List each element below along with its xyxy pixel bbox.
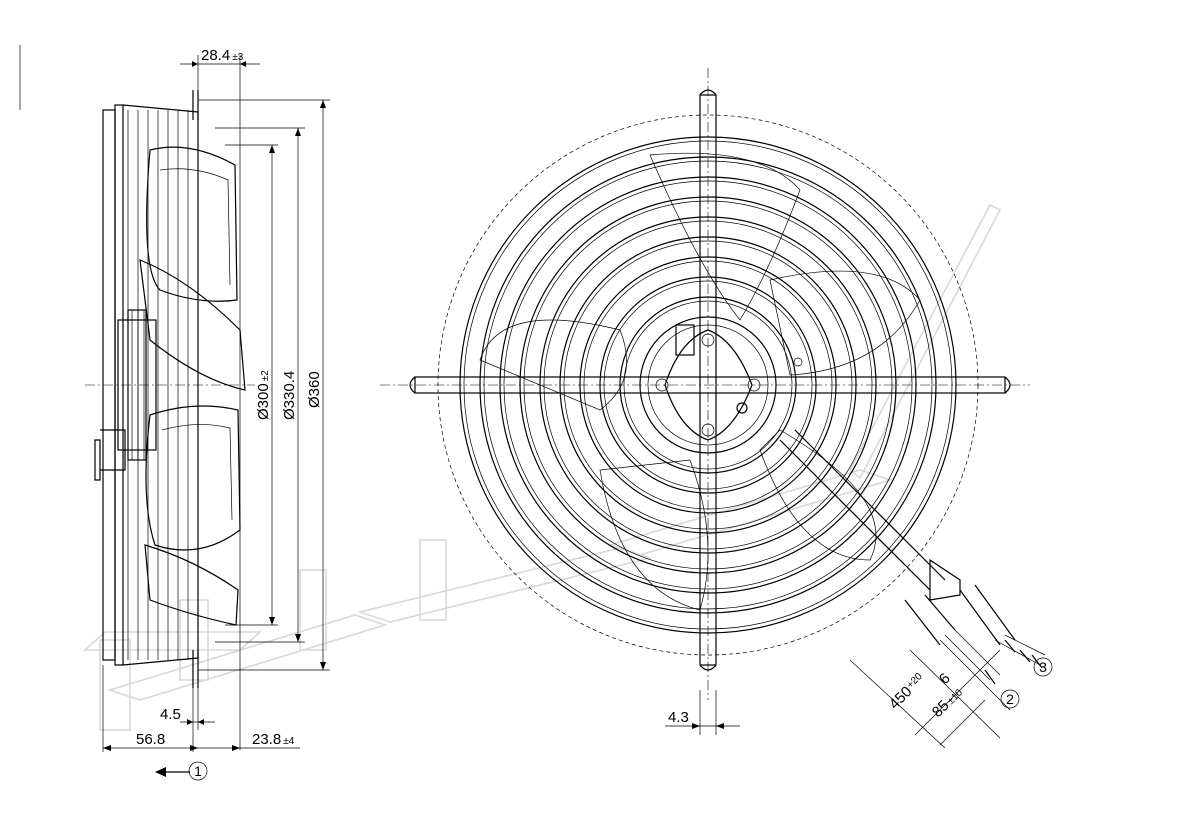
- guard-ring: [599, 276, 817, 494]
- svg-text:2: 2: [1006, 691, 1014, 707]
- side-view-dimensions: 28.4±3 Ø300±2 Ø330.4 Ø360 4.5 56.8: [19, 45, 330, 781]
- dim-cable-length: 450+20: [886, 670, 929, 713]
- dim-dia-300: Ø300±2: [255, 370, 272, 420]
- svg-text:1: 1: [194, 763, 202, 779]
- callout-1: [188, 761, 208, 781]
- guard-ring-inner: [503, 180, 913, 590]
- front-view-dimensions: 4.3 450+20 6 85±10 2 3: [665, 639, 1053, 749]
- dim-blade-projection: 23.8±4: [252, 731, 295, 748]
- callout-3: [1033, 657, 1053, 677]
- guard-ring-inner: [483, 160, 933, 610]
- guard-ring: [459, 136, 957, 634]
- guard-ring-inner: [583, 260, 833, 510]
- guard-ring: [499, 176, 917, 594]
- guard-ring: [479, 156, 937, 614]
- guard-ring: [559, 236, 857, 534]
- guard-ring-inner: [623, 300, 793, 470]
- guard-ring: [619, 296, 797, 474]
- callout-2: [1000, 689, 1020, 709]
- dim-dia-360: Ø360: [306, 371, 323, 408]
- guard-ring-inner: [523, 200, 893, 570]
- side-view: [85, 90, 255, 688]
- svg-text:3: 3: [1039, 659, 1047, 675]
- dim-strip-length: 6: [936, 670, 954, 688]
- dim-overall-depth: 56.8: [136, 731, 165, 748]
- dim-foot-width: 4.3: [668, 709, 689, 726]
- guard-ring-inner: [463, 140, 953, 630]
- front-view: [380, 68, 1046, 700]
- guard-ring-inner: [603, 280, 813, 490]
- guard-ring: [579, 256, 837, 514]
- watermark-logo: [82, 203, 1002, 731]
- guard-ring: [519, 196, 897, 574]
- dim-dia-330: Ø330.4: [281, 371, 298, 420]
- dim-flange-offset: 28.4±3: [201, 47, 244, 64]
- dim-flange-thickness: 4.5: [160, 706, 181, 723]
- guard-ring-inner: [563, 240, 853, 530]
